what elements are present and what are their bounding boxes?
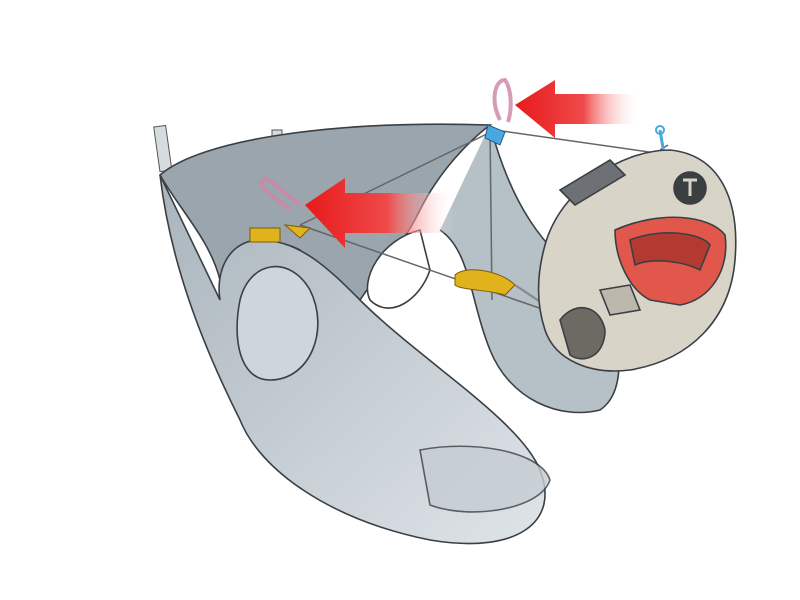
- maillon-right: [484, 77, 513, 146]
- arrow-right: [515, 80, 640, 138]
- arrow-left: [305, 178, 455, 248]
- maillon-left: [249, 177, 312, 243]
- reserve-container: [537, 149, 737, 372]
